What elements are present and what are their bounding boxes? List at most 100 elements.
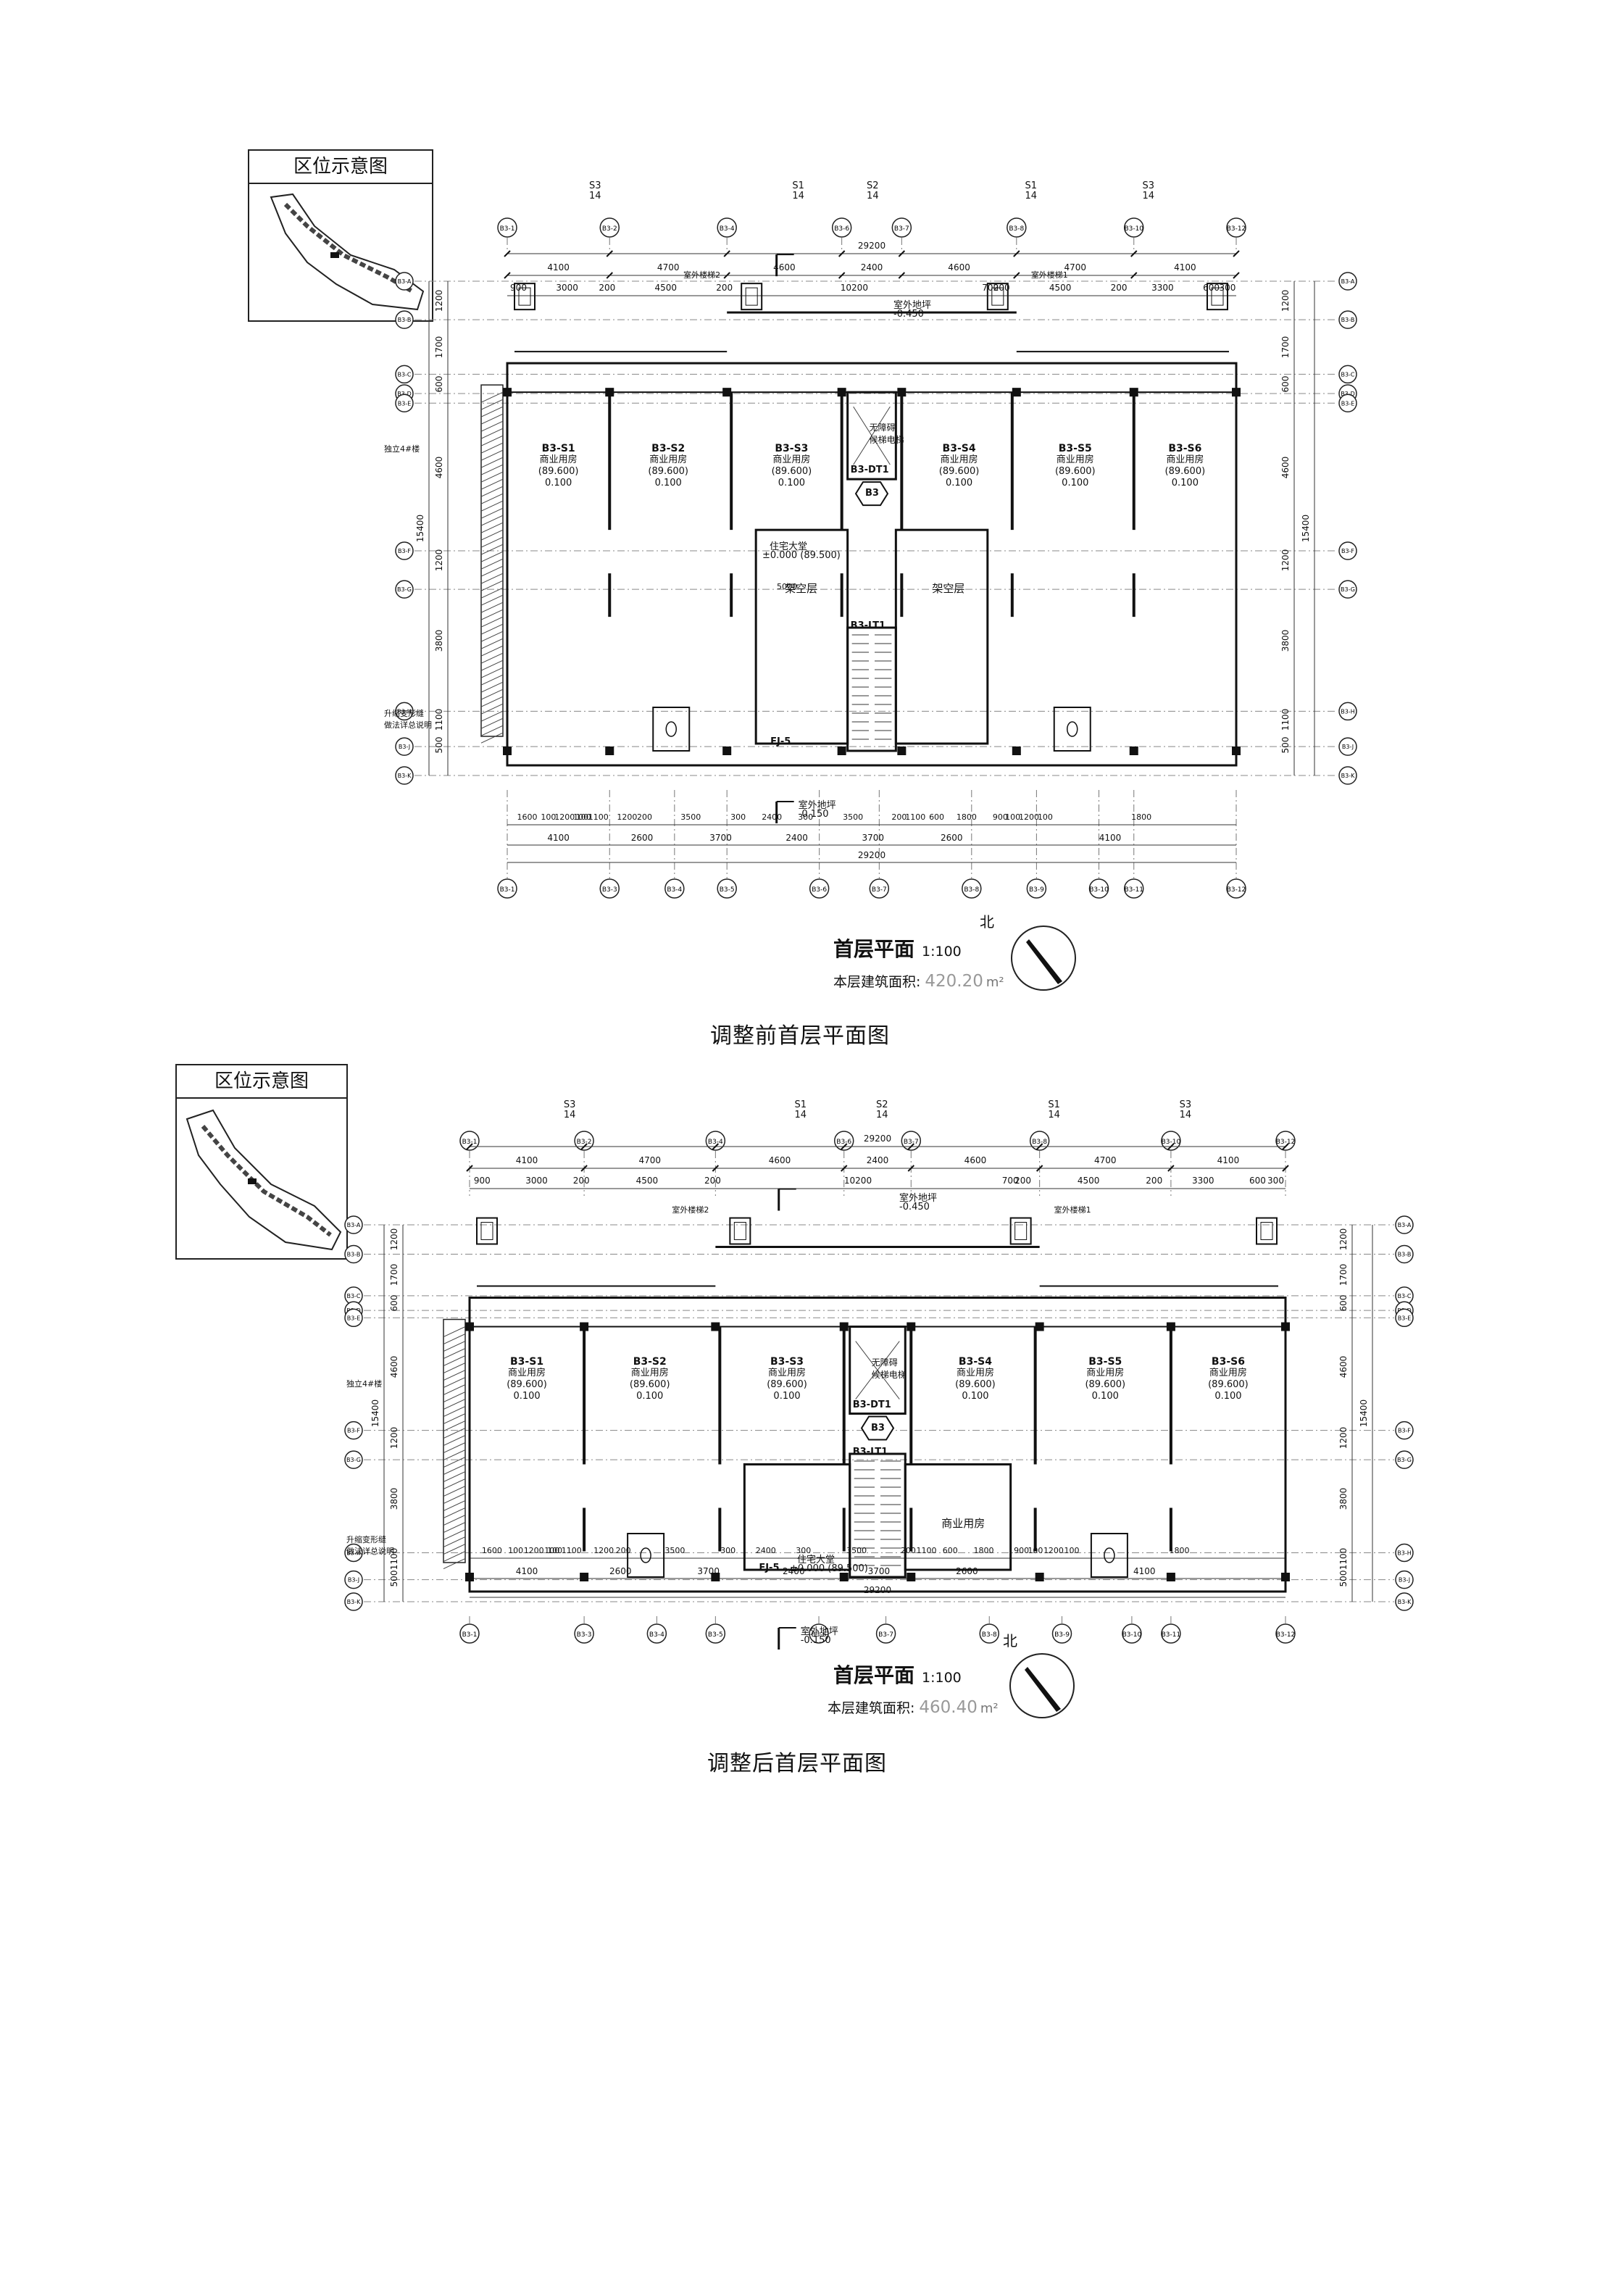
dimension-total-right: 15400 xyxy=(1301,514,1311,543)
dimension-text: 4600 xyxy=(964,1155,987,1165)
room-code: B3-S5 xyxy=(1088,1355,1122,1368)
dimension-tick xyxy=(898,250,906,257)
axis-bubble xyxy=(1338,580,1357,599)
stair-tower xyxy=(729,1217,751,1245)
axis-label: B3-1 xyxy=(462,1139,478,1146)
hatch-line xyxy=(443,1515,466,1526)
toilet-icon xyxy=(1104,1547,1115,1563)
axis-label: B3-A xyxy=(1341,278,1355,285)
hatch-line xyxy=(480,551,504,562)
column xyxy=(839,1573,849,1581)
section-mark: S3 14 xyxy=(1142,180,1155,201)
axis-bubble xyxy=(1007,217,1027,238)
axis-label: B3-J xyxy=(1399,1577,1410,1584)
hatch-line xyxy=(480,645,504,657)
axis-bubble xyxy=(1338,310,1357,329)
hatch-line xyxy=(480,435,504,446)
column xyxy=(837,746,846,755)
elevator-core xyxy=(846,391,897,481)
stair-tower-inner xyxy=(518,287,531,306)
hatch-line xyxy=(443,1558,466,1569)
axis-bubble xyxy=(344,1215,363,1234)
dimension-text: 4700 xyxy=(1093,1155,1117,1165)
dimension-text: 500 xyxy=(1280,736,1291,754)
axis-label: B3-12 xyxy=(1276,1139,1296,1146)
axis-label: B3-12 xyxy=(1227,886,1246,894)
axis-label: B3-12 xyxy=(1276,1631,1296,1639)
hatch-line xyxy=(480,652,504,664)
hatch-line xyxy=(443,1428,466,1439)
hatch-line xyxy=(443,1464,466,1475)
axis-bubble xyxy=(1395,1244,1414,1264)
column xyxy=(580,1573,589,1581)
dimension-text: 3500 xyxy=(843,812,864,822)
axis-bubble xyxy=(574,1623,594,1644)
axis-bubble xyxy=(599,217,620,238)
dimension-text: 900 xyxy=(1014,1546,1030,1555)
axis-bubble xyxy=(344,1308,363,1328)
hatch-line xyxy=(480,471,504,483)
axis-bubble xyxy=(1161,1623,1181,1644)
room-level: (89.600) xyxy=(767,1378,807,1390)
axis-label: B3-H xyxy=(397,708,411,715)
stair-label-left: 室外楼梯2 xyxy=(683,270,721,280)
dimension-text: 1200 xyxy=(1280,289,1291,312)
hatch-line xyxy=(443,1355,466,1366)
hatch-line xyxy=(443,1449,466,1460)
washroom xyxy=(1090,1533,1128,1578)
dimension-text: 1800 xyxy=(1131,812,1152,822)
room-code: B3-S4 xyxy=(958,1355,992,1368)
dimension-text: 2400 xyxy=(786,833,808,843)
dimension-text: 500 xyxy=(1338,1570,1349,1587)
hatch-line xyxy=(443,1341,466,1352)
stair-tower xyxy=(476,1217,498,1245)
dimension-text: 4700 xyxy=(657,262,680,273)
hatch-line xyxy=(480,609,504,620)
axis-label: B3-F xyxy=(398,548,411,554)
dimension-text: 3700 xyxy=(862,833,884,843)
axis-label: B3-10 xyxy=(1089,886,1109,894)
elevator-cross xyxy=(855,1341,900,1399)
axis-label: B3-E xyxy=(398,400,412,407)
hatch-line xyxy=(480,725,504,736)
axis-bubble xyxy=(395,310,414,329)
axis-label: B3-A xyxy=(398,278,412,285)
plan-caption: 调整后首层平面图 xyxy=(707,1751,887,1776)
dimension-tick xyxy=(1130,250,1138,257)
axis-bubble xyxy=(344,1450,363,1469)
axis-bubble xyxy=(344,1421,363,1440)
building-outline xyxy=(506,362,1238,767)
room-level: (89.600) xyxy=(507,1378,547,1390)
dimension-text: 4600 xyxy=(434,456,444,479)
hatch-line xyxy=(480,587,504,599)
hatch-line xyxy=(443,1507,466,1518)
dimension-text: 4100 xyxy=(547,833,570,843)
dimension-tick xyxy=(466,1143,473,1150)
dimension-text: 4600 xyxy=(1280,456,1291,479)
dimension-text: 1600 xyxy=(517,812,538,822)
dimension-text: 4100 xyxy=(547,262,570,273)
axis-bubble xyxy=(599,878,620,899)
dimension-text: 4500 xyxy=(1049,283,1072,293)
location-keymap: 区位示意图 xyxy=(175,1064,348,1260)
hatch-line xyxy=(480,732,504,744)
north-arrow-icon xyxy=(1006,1648,1078,1721)
room-h: 0.100 xyxy=(545,478,572,489)
axis-label: B3-D xyxy=(397,391,412,397)
axis-bubble xyxy=(705,1131,726,1151)
dimension-text: 4600 xyxy=(773,262,796,273)
hatch-line xyxy=(443,1406,466,1417)
dimension-text: 300 xyxy=(796,1546,812,1555)
dimension-text: 300 xyxy=(730,812,746,822)
axis-label: B3-6 xyxy=(812,1631,827,1639)
dimension-tick xyxy=(1035,1143,1043,1150)
dimension-text: 4100 xyxy=(1174,262,1196,273)
expansion-joint xyxy=(480,384,504,737)
dimension-tick xyxy=(1282,1143,1289,1150)
dimension-text: 600 xyxy=(942,1546,958,1555)
dimension-text: 4100 xyxy=(1099,833,1122,843)
axis-bubble xyxy=(869,878,890,899)
axis-label: B3-E xyxy=(1341,400,1355,407)
